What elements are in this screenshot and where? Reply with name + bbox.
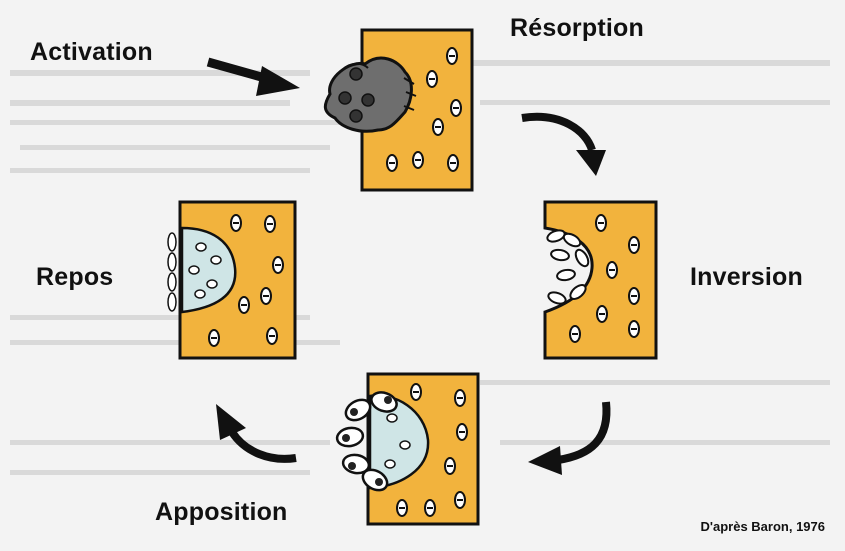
label-inversion: Inversion xyxy=(690,263,803,291)
apposition-bone-block xyxy=(335,372,480,526)
arrow-resorption-to-inversion xyxy=(521,112,606,176)
label-resorption: Résorption xyxy=(510,14,644,42)
inversion-bone-block xyxy=(543,200,658,360)
label-activation: Activation xyxy=(30,38,153,66)
arrow-activation xyxy=(206,57,300,96)
label-apposition: Apposition xyxy=(155,498,288,526)
label-repos: Repos xyxy=(36,263,114,291)
source-credit: D'après Baron, 1976 xyxy=(700,519,825,534)
arrow-inversion-to-apposition xyxy=(528,401,611,475)
resorption-bone-block xyxy=(323,28,474,192)
repos-bone-block xyxy=(167,200,297,360)
arrow-apposition-to-repos xyxy=(216,404,297,463)
